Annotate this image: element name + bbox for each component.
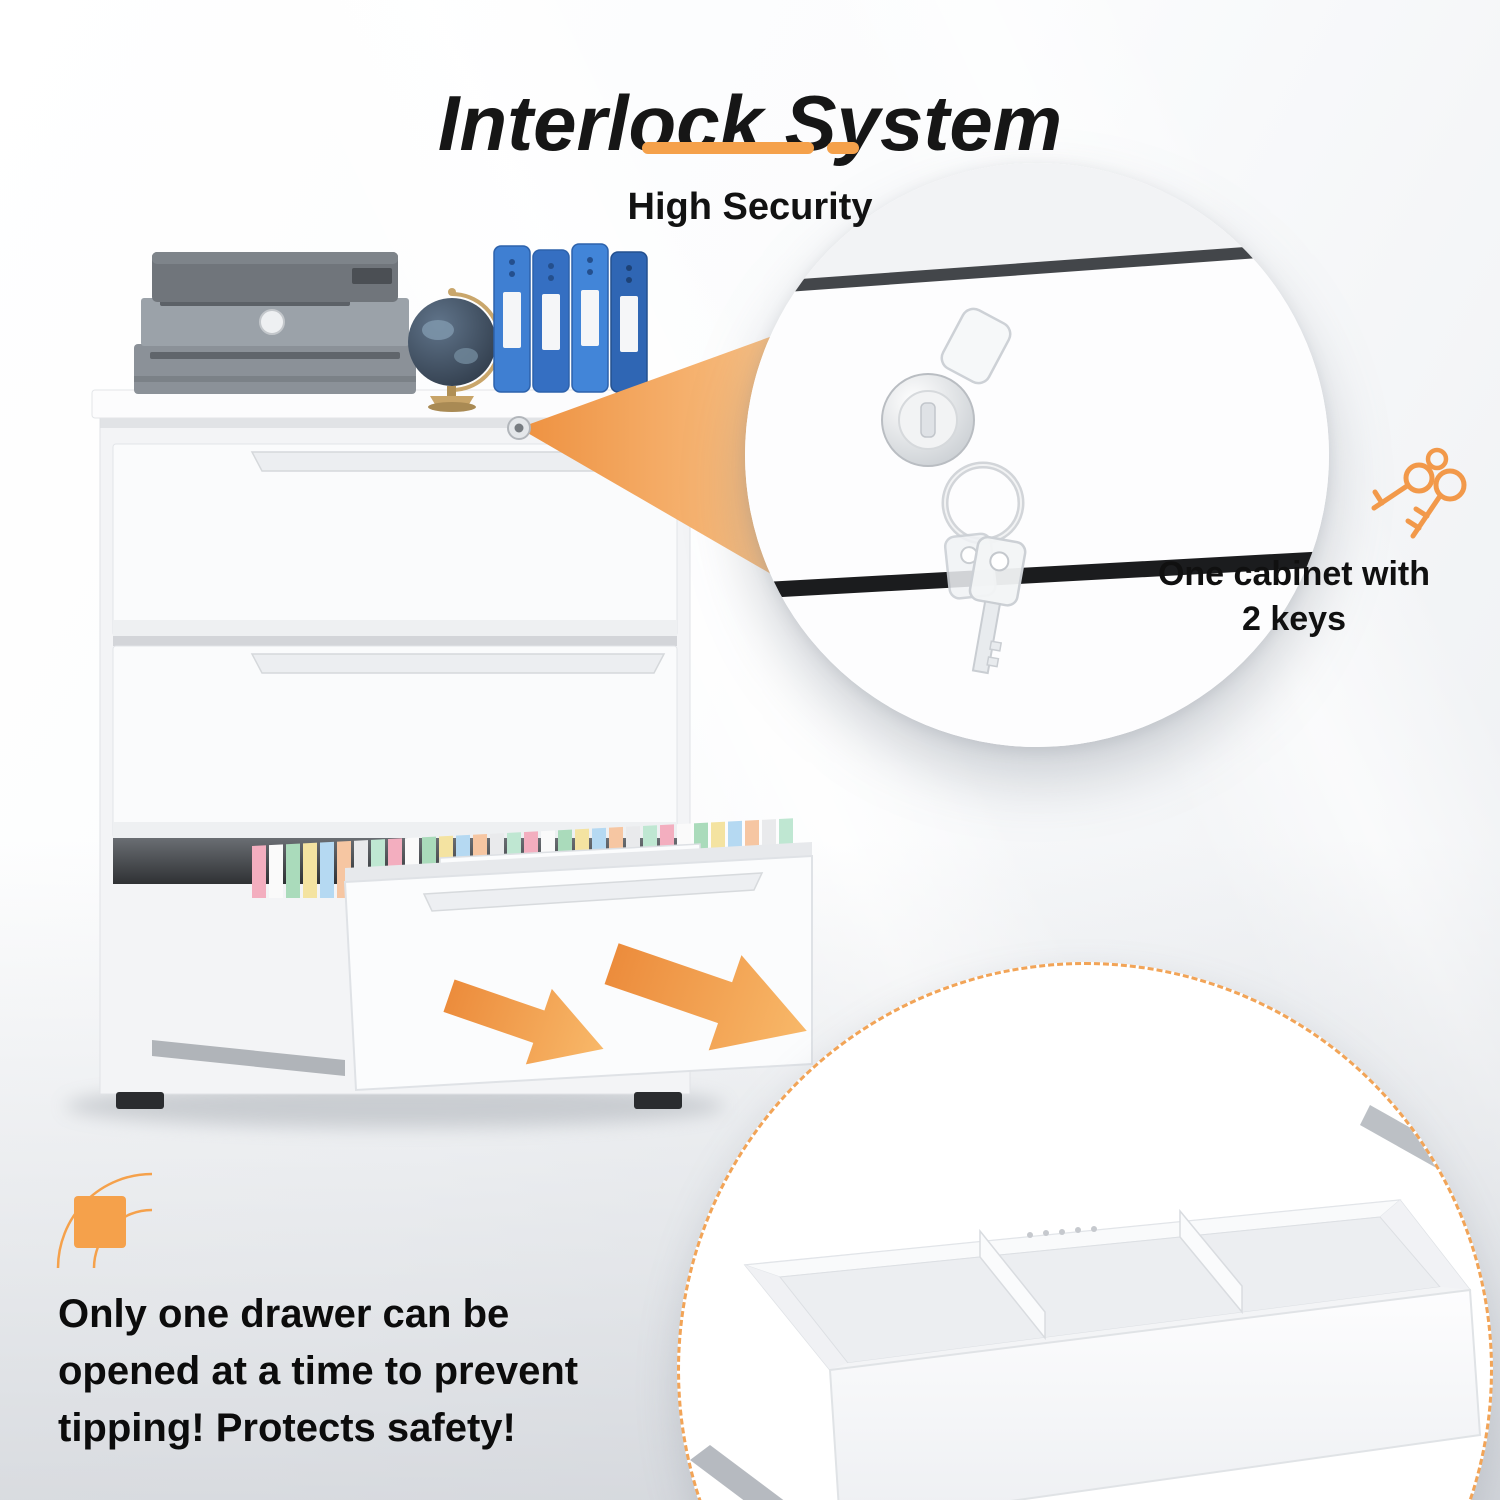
drawer-slide-rail-bottom bbox=[690, 1445, 784, 1500]
open-drawer-interior bbox=[690, 1105, 1482, 1500]
drawer-interior-closeup bbox=[690, 1105, 1482, 1500]
lock-icon bbox=[881, 307, 1012, 467]
drawer-divider-1 bbox=[979, 1228, 1046, 1341]
hanging-keys bbox=[943, 532, 1027, 675]
cabinet-shadow bbox=[65, 1084, 725, 1128]
keys-caption: One cabinet with 2 keys bbox=[1122, 552, 1466, 642]
drawer-gap-line bbox=[745, 551, 1329, 599]
open-drawer-handle bbox=[422, 872, 764, 912]
safety-note-line3: tipping! Protects safety! bbox=[58, 1406, 516, 1451]
binder bbox=[493, 245, 531, 393]
drawer-left-wall bbox=[745, 1265, 848, 1370]
safety-note-line2: opened at a time to prevent bbox=[58, 1349, 579, 1394]
subtitle: High Security bbox=[627, 186, 873, 228]
keys-caption-line2: 2 keys bbox=[1242, 599, 1346, 638]
drawer-right-wall bbox=[1380, 1200, 1470, 1290]
arrow-icon bbox=[443, 979, 604, 1065]
safety-note: Only one drawer can be opened at a time … bbox=[58, 1286, 648, 1458]
binder bbox=[532, 249, 570, 393]
binders bbox=[493, 243, 648, 393]
drawer-2-handle bbox=[250, 653, 666, 674]
printer bbox=[134, 252, 416, 394]
zoom-beam bbox=[519, 334, 778, 578]
pull-direction-arrows-icon bbox=[443, 943, 807, 1065]
file-cabinet bbox=[91, 389, 699, 1109]
printer-logo-badge bbox=[259, 309, 285, 335]
drawer-front-panel bbox=[828, 1288, 1482, 1500]
binder bbox=[571, 243, 609, 393]
keys-icon bbox=[1371, 447, 1467, 539]
cabinet-lock-icon bbox=[507, 416, 531, 440]
inserted-key-head bbox=[940, 307, 1012, 385]
drawer-slide-rail-top bbox=[1360, 1105, 1450, 1170]
divider-bar-long bbox=[641, 142, 814, 154]
drawer-divider-2 bbox=[1179, 1208, 1243, 1315]
arrow-icon bbox=[604, 943, 807, 1051]
open-drawer bbox=[152, 818, 813, 1092]
page-title: Interlock System bbox=[437, 79, 1063, 168]
binder bbox=[610, 251, 648, 393]
safety-note-line1: Only one drawer can be bbox=[58, 1292, 510, 1336]
drawer-slide-rail bbox=[152, 1040, 345, 1076]
cabinet-foot-right bbox=[634, 1092, 682, 1109]
printer-control-panel bbox=[352, 268, 392, 284]
globe bbox=[408, 288, 502, 412]
keys-caption-line1: One cabinet with bbox=[1157, 555, 1431, 593]
divider-adjust-holes bbox=[1027, 1226, 1097, 1238]
top-gap-line bbox=[745, 241, 1329, 295]
divider-bar-short bbox=[826, 142, 859, 154]
title-divider bbox=[0, 142, 1500, 154]
open-drawer-front bbox=[343, 854, 813, 1092]
drawer-rim bbox=[345, 842, 812, 882]
cabinet-foot-left bbox=[116, 1092, 164, 1109]
corner-safety-icon bbox=[56, 1172, 153, 1269]
